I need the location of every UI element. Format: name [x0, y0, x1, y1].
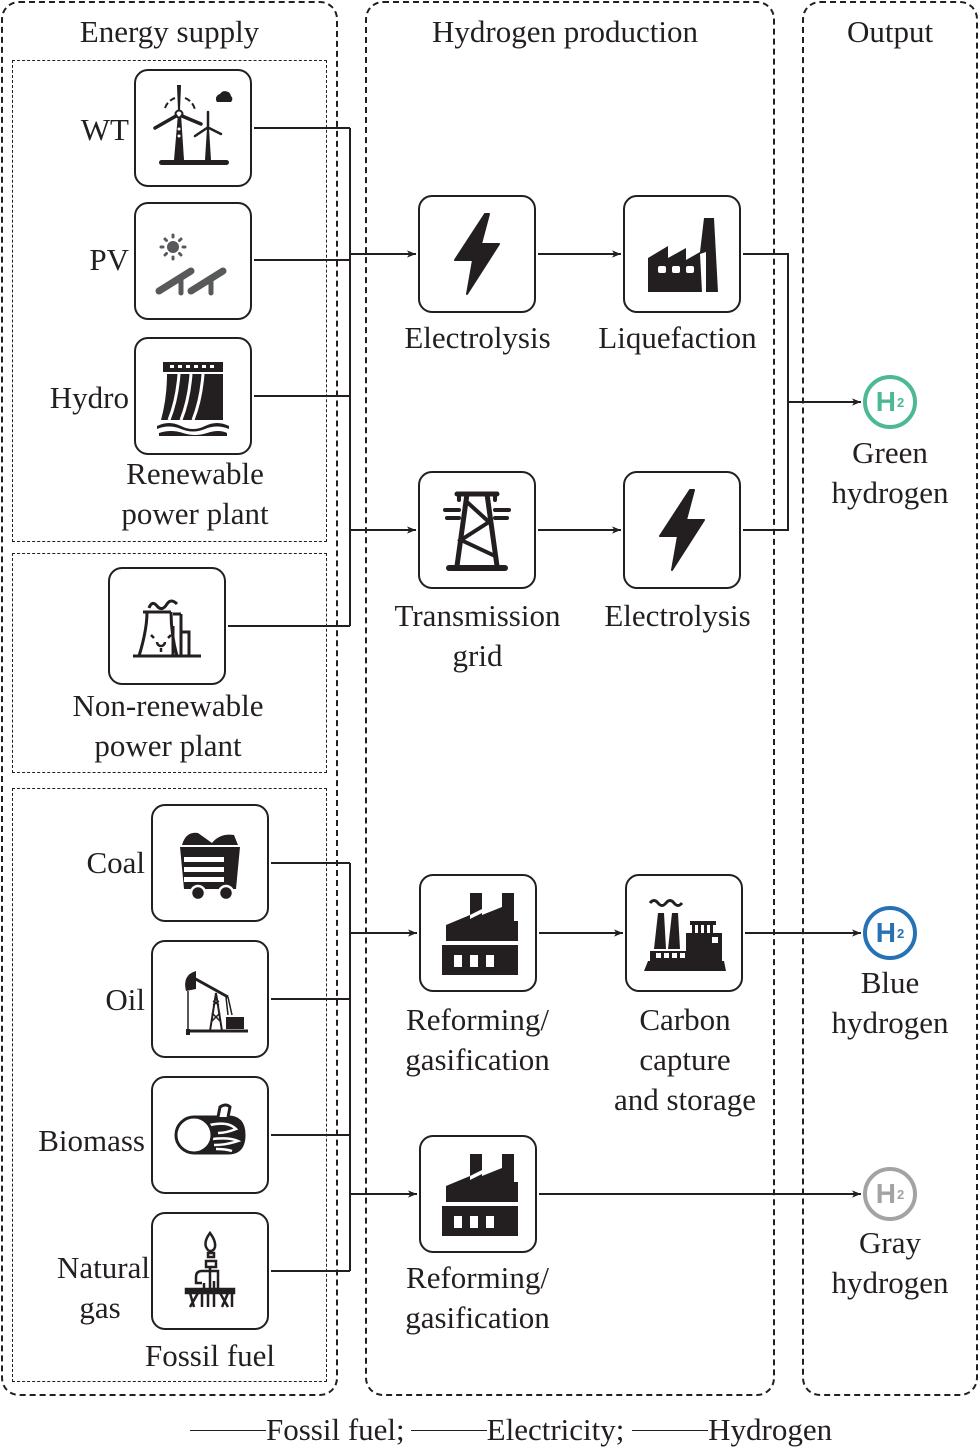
- wind-turbine-icon: [153, 85, 233, 165]
- source-oil[interactable]: [151, 940, 269, 1058]
- process-label-reforming-1-line2: gasification: [405, 1042, 550, 1077]
- output-label-green-line1: Green: [852, 435, 928, 470]
- solar-panel-icon: [155, 233, 227, 296]
- source-wt[interactable]: [134, 69, 252, 187]
- hydro-dam-icon: [157, 362, 229, 436]
- gas-platform-icon: [184, 1230, 236, 1308]
- source-label-biomass: Biomass: [38, 1123, 145, 1158]
- renewable-group-label-line2: power plant: [121, 496, 269, 531]
- source-label-pv: PV: [89, 242, 129, 277]
- process-label-electrolysis-2: Electrolysis: [604, 598, 751, 633]
- output-label-gray-line1: Gray: [859, 1225, 921, 1260]
- process-label-transmission-line1: Transmission: [394, 598, 561, 633]
- non-renewable-group: [12, 553, 327, 773]
- industrial-plant-icon: [442, 893, 518, 975]
- output-label-gray-line2: hydrogen: [831, 1265, 949, 1300]
- oil-pump-icon: [185, 971, 248, 1035]
- process-liquefaction[interactable]: [623, 195, 741, 313]
- source-label-natural-gas-line1: Natural: [57, 1250, 150, 1285]
- process-label-ccs-line3: and storage: [613, 1082, 757, 1117]
- process-label-electrolysis-1: Electrolysis: [404, 320, 551, 355]
- process-label-reforming-2-line1: Reforming/: [406, 1260, 549, 1295]
- coal-cart-icon: [180, 832, 240, 902]
- legend: Fossil fuel; Electricity; Hydrogen: [190, 1410, 832, 1450]
- log-icon: [174, 1103, 246, 1155]
- process-label-ccs-line1: Carbon: [639, 1002, 731, 1037]
- process-reforming-1[interactable]: [419, 874, 537, 992]
- legend-fossil-fuel: Fossil fuel;: [266, 1412, 405, 1447]
- source-label-wt: WT: [80, 112, 129, 147]
- output-title: Output: [846, 14, 934, 49]
- process-label-reforming-1-line1: Reforming/: [406, 1002, 549, 1037]
- process-label-transmission-line2: grid: [452, 638, 503, 673]
- carbon-capture-plant-icon: [644, 899, 726, 971]
- industrial-plant-icon: [442, 1154, 518, 1236]
- renewable-group-label-line1: Renewable: [126, 456, 264, 491]
- power-tower-icon: [443, 491, 511, 571]
- energy-supply-title: Energy supply: [79, 14, 260, 49]
- source-non-renewable[interactable]: [108, 567, 226, 685]
- process-reforming-2[interactable]: [419, 1135, 537, 1253]
- source-label-hydro: Hydro: [49, 380, 129, 415]
- output-label-green-line2: hydrogen: [831, 475, 949, 510]
- process-electrolysis-1[interactable]: [418, 195, 536, 313]
- output-column: [802, 1, 978, 1396]
- source-label-natural-gas-line2: gas: [79, 1290, 121, 1325]
- source-biomass[interactable]: [151, 1076, 269, 1194]
- process-label-liquefaction: Liquefaction: [598, 320, 757, 355]
- hydrogen-production-title: Hydrogen production: [431, 14, 699, 49]
- fossil-group-label: Fossil fuel: [144, 1338, 276, 1373]
- lightning-icon: [659, 489, 705, 571]
- process-label-reforming-2-line2: gasification: [405, 1300, 550, 1335]
- process-carbon-capture[interactable]: [625, 874, 743, 992]
- legend-line-hydrogen: [632, 1430, 709, 1431]
- legend-line-fossil: [190, 1430, 266, 1431]
- non-renewable-group-label-line1: Non-renewable: [72, 688, 264, 723]
- output-label-blue-line1: Blue: [860, 965, 920, 1000]
- nuclear-plant-icon: [133, 599, 201, 658]
- source-natural-gas[interactable]: [151, 1212, 269, 1330]
- energy-supply-column: [1, 1, 338, 1396]
- legend-electricity: Electricity;: [486, 1412, 625, 1447]
- process-label-ccs-line2: capture: [639, 1042, 731, 1077]
- non-renewable-group-label-line2: power plant: [94, 728, 242, 763]
- fossil-fuel-group: [12, 788, 327, 1382]
- legend-hydrogen: Hydrogen: [708, 1412, 833, 1447]
- source-coal[interactable]: [151, 804, 269, 922]
- legend-line-electricity: [410, 1430, 487, 1431]
- renewable-group: [12, 60, 327, 542]
- hydrogen-production-column: [365, 1, 775, 1396]
- process-transmission-grid[interactable]: [418, 471, 536, 589]
- lightning-icon: [454, 213, 500, 295]
- output-label-blue-line2: hydrogen: [831, 1005, 949, 1040]
- process-electrolysis-2[interactable]: [623, 471, 741, 589]
- source-hydro[interactable]: [134, 337, 252, 455]
- factory-icon: [648, 218, 718, 292]
- source-label-coal: Coal: [86, 845, 145, 880]
- source-pv[interactable]: [134, 202, 252, 320]
- source-label-oil: Oil: [105, 982, 145, 1017]
